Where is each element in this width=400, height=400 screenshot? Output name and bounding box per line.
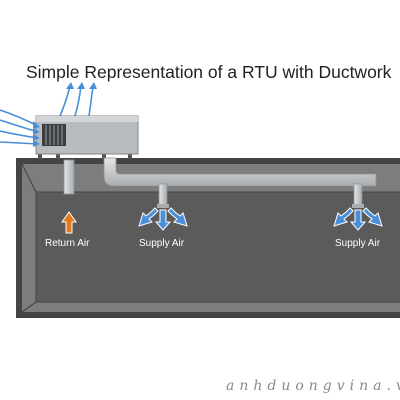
supply-drop-duct	[158, 183, 168, 207]
return-duct	[63, 159, 75, 195]
diffuser	[352, 204, 364, 208]
rtu-leg	[56, 152, 60, 159]
return-arrow-shape	[61, 211, 77, 234]
outside-air-intake-arrows	[0, 109, 39, 145]
exhaust-arrow	[74, 85, 82, 117]
rtu-leg	[128, 152, 132, 159]
return-air-arrow	[61, 211, 77, 234]
supply-arrow	[349, 209, 367, 231]
supply-air-arrows-1	[138, 207, 188, 231]
rtu-unit	[35, 115, 139, 159]
building-corner-line	[21, 301, 37, 313]
supply-trunk-duct	[103, 157, 377, 187]
return-air-label: Return Air	[45, 238, 90, 249]
intake-arrow	[0, 109, 39, 127]
supply-arrow	[333, 207, 354, 227]
supply-arrow	[362, 207, 383, 227]
supply-drop-duct	[353, 183, 363, 207]
ductwork	[63, 157, 377, 208]
intake-arrowheads	[33, 121, 40, 147]
building-interior	[36, 192, 400, 302]
supply-air-arrows-2	[333, 207, 383, 231]
diagram-title: Simple Representation of a RTU with Duct…	[26, 62, 392, 82]
intake-arrow	[0, 130, 39, 139]
building-corner-line	[21, 163, 37, 193]
exhaust-arrow	[59, 85, 71, 117]
exhaust-arrows	[59, 85, 94, 117]
exhaust-arrowheads	[66, 82, 97, 89]
intake-arrow	[0, 119, 39, 133]
grille-slats	[45, 125, 63, 145]
supply-air-label: Supply Air	[139, 238, 185, 249]
supply-air-label: Supply Air	[335, 238, 381, 249]
intake-arrow	[0, 141, 39, 145]
watermark: anhduongvina.vn	[226, 378, 400, 394]
rtu-leg	[38, 152, 42, 159]
rtu-leg	[102, 152, 106, 159]
supply-arrow	[154, 209, 172, 231]
exhaust-arrow	[88, 85, 94, 117]
rtu-top-panel	[36, 116, 138, 122]
diffuser	[157, 204, 169, 208]
supply-arrow	[138, 207, 159, 227]
supply-arrow	[167, 207, 188, 227]
